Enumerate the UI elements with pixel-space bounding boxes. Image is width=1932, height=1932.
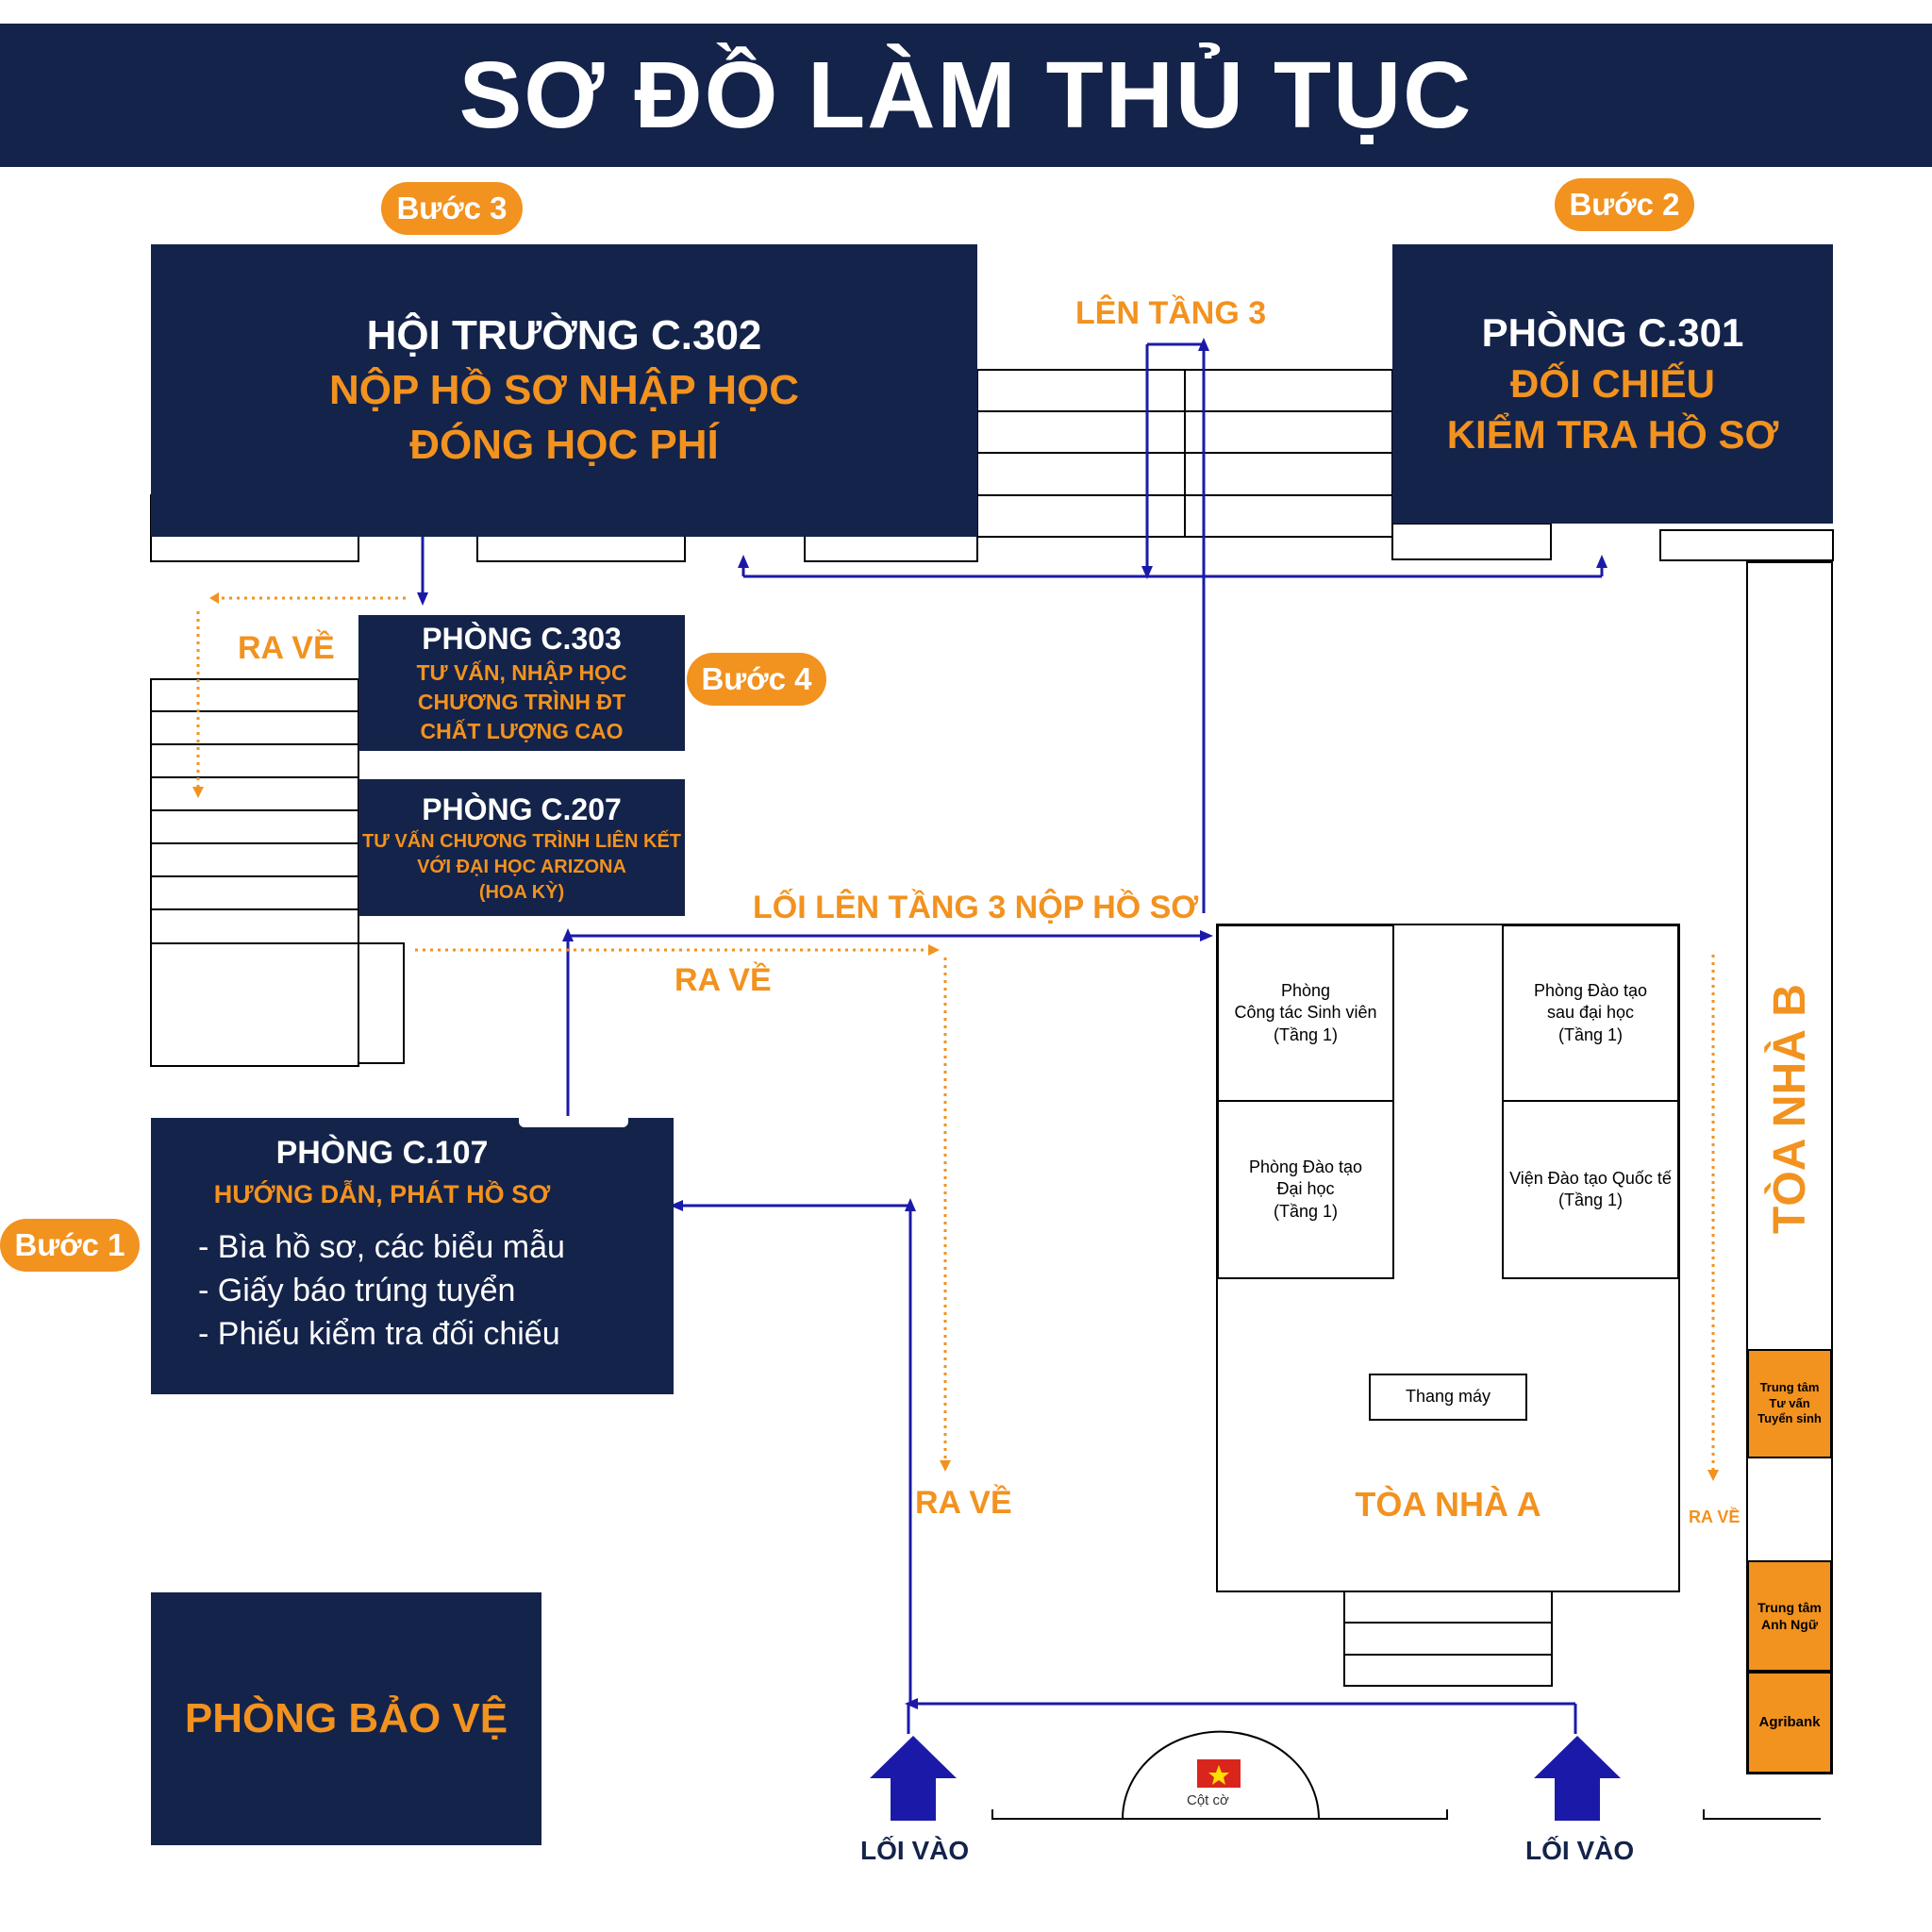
c303-line2: CHƯƠNG TRÌNH ĐT [417,690,626,714]
room-student-affairs: Phòng Công tác Sinh viên (Tầng 1) [1217,924,1394,1102]
room-undergraduate-l1: Phòng Đào tạo [1248,1157,1363,1176]
c107-item-2: - Giấy báo trúng tuyển [198,1273,516,1308]
entry-right-label: LỐI VÀO [1525,1836,1635,1865]
agribank: Agribank [1747,1672,1832,1774]
room-postgraduate: Phòng Đào tạo sau đại học (Tầng 1) [1502,924,1679,1102]
c107-item-3: - Phiếu kiểm tra đối chiếu [198,1316,560,1352]
english-center-l1: Trung tâm [1757,1599,1822,1615]
entry-left-label: LỐI VÀO [860,1836,970,1865]
elevator: Thang máy [1369,1374,1527,1421]
room-student-affairs-l2: Công tác Sinh viên [1234,1003,1377,1023]
c303-name: PHÒNG C.303 [422,622,622,656]
exit-label-right: RA VỀ [1689,1507,1740,1526]
agribank-label: Agribank [1758,1714,1821,1731]
c107-door [519,1116,628,1127]
c302-name: HỘI TRƯỜNG C.302 [366,312,762,358]
step-3-badge: Bước 3 [381,182,523,235]
step-1-badge: Bước 1 [0,1219,140,1272]
guard-room-label: PHÒNG BẢO VỆ [184,1695,508,1741]
elevator-label: Thang máy [1405,1387,1491,1407]
room-postgraduate-l2: sau đại học [1546,1003,1635,1023]
header-banner: SƠ ĐỒ LÀM THỦ TỤC [0,24,1932,167]
c301-name: PHÒNG C.301 [1481,310,1744,355]
room-undergraduate: Phòng Đào tạo Đại học (Tầng 1) [1217,1100,1394,1279]
room-c107: PHÒNG C.107 HƯỚNG DẪN, PHÁT HỒ SƠ - Bìa … [151,1116,674,1394]
c303-line1: TƯ VẤN, NHẬP HỌC [416,660,627,685]
exit-label-bottom: RA VỀ [915,1485,1012,1521]
hall-c302: HỘI TRƯỜNG C.302 NỘP HỒ SƠ NHẬP HỌC ĐÓNG… [151,244,977,537]
admission-center-l1: Trung tâm [1759,1379,1820,1394]
room-postgraduate-l3: (Tầng 1) [1557,1024,1624,1044]
room-international-l2: (Tầng 1) [1557,1191,1624,1209]
up-floor3-label: LÊN TẦNG 3 [1075,295,1267,331]
exit-label-middle: RA VỀ [675,962,772,998]
admission-center-l3: Tuyển sinh [1757,1411,1822,1426]
room-student-affairs-l1: Phòng [1280,980,1331,1000]
room-c303: PHÒNG C.303 TƯ VẤN, NHẬP HỌC CHƯƠNG TRÌN… [358,615,685,751]
building-b-label: TÒA NHÀ B [1764,983,1815,1234]
room-undergraduate-l2: Đại học [1276,1179,1335,1199]
building-b-label-wrap: TÒA NHÀ B [1747,981,1832,1236]
room-international: Viện Đào tạo Quốc tế (Tầng 1) [1502,1100,1679,1279]
room-student-affairs-l3: (Tầng 1) [1273,1024,1339,1044]
c302-line2: ĐÓNG HỌC PHÍ [409,422,719,468]
c107-name: PHÒNG C.107 [275,1135,489,1171]
c107-subtitle: HƯỚNG DẪN, PHÁT HỒ SƠ [213,1180,551,1208]
admission-center: Trung tâm Tư vấn Tuyển sinh [1747,1349,1832,1458]
room-postgraduate-l1: Phòng Đào tạo [1533,980,1648,1000]
english-center-l2: Anh Ngữ [1761,1617,1818,1632]
c301-line2: KIỂM TRA HỒ SƠ [1446,412,1779,457]
step-4-badge: Bước 4 [687,653,826,706]
room-undergraduate-l3: (Tầng 1) [1273,1201,1339,1221]
english-center: Trung tâm Anh Ngữ [1747,1560,1832,1672]
room-c207: PHÒNG C.207 TƯ VẤN CHƯƠNG TRÌNH LIÊN KẾT… [358,779,685,916]
page-title: SƠ ĐỒ LÀM THỦ TỤC [458,42,1474,148]
exit-label-left: RA VỀ [238,630,335,666]
room-c301: PHÒNG C.301 ĐỐI CHIẾU KIỂM TRA HỒ SƠ [1392,244,1833,524]
c207-line3: (HOA KỲ) [478,881,565,903]
c207-name: PHÒNG C.207 [422,791,622,826]
path-up-floor3-label: LỐI LÊN TẦNG 3 NỘP HỒ SƠ [753,890,1199,925]
flag-pole-label: Cột cờ [1187,1792,1229,1808]
guard-room: PHÒNG BẢO VỆ [151,1592,541,1845]
admission-center-l2: Tư vấn [1769,1395,1810,1410]
c107-item-1: - Bìa hồ sơ, các biểu mẫu [198,1229,565,1265]
c301-line1: ĐỐI CHIẾU [1509,361,1715,406]
c302-line1: NỘP HỒ SƠ NHẬP HỌC [329,367,799,413]
c303-line3: CHẤT LƯỢNG CAO [420,719,624,743]
building-a-label: TÒA NHÀ A [1355,1485,1541,1524]
room-international-l1: Viện Đào tạo Quốc tế [1509,1168,1672,1188]
c207-line2: VỚI ĐẠI HỌC ARIZONA [417,856,626,877]
c207-line1: TƯ VẤN CHƯƠNG TRÌNH LIÊN KẾT [361,830,682,852]
step-2-badge: Bước 2 [1555,178,1694,231]
